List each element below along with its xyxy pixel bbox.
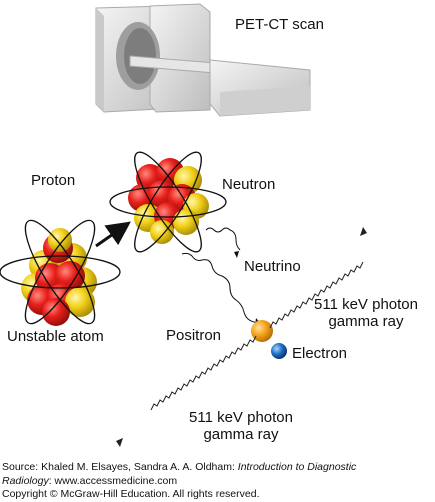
neutron-label: Neutron bbox=[222, 176, 276, 193]
photon-top-line1: 511 keV photon bbox=[314, 296, 418, 313]
source-line-1: Source: Khaled M. Elsayes, Sandra A. A. … bbox=[2, 461, 433, 475]
unstable-atom-orbits bbox=[0, 219, 121, 325]
source-prefix: Source: Khaled M. Elsayes, Sandra A. A. … bbox=[2, 461, 238, 473]
decaying-atom-nucleus bbox=[128, 158, 209, 244]
source-url: : www.accessmedicine.com bbox=[48, 474, 178, 487]
decay-arrow bbox=[95, 221, 131, 248]
neutrino-path bbox=[205, 227, 241, 251]
unstable-atom bbox=[0, 219, 121, 326]
gamma-down-arrowhead bbox=[116, 438, 123, 447]
decaying-atom-orbits bbox=[109, 151, 227, 253]
positron-path bbox=[181, 252, 267, 331]
photon-bottom-line1: 511 keV photon bbox=[189, 409, 293, 426]
pet-ct-scanner-illustration bbox=[95, 3, 311, 117]
source-line-2: Radiology: www.accessmedicine.com bbox=[2, 475, 433, 489]
gamma-ray-down-left bbox=[150, 335, 257, 411]
electron-label: Electron bbox=[292, 345, 348, 362]
photon-bottom-line2: gamma ray bbox=[203, 426, 279, 443]
book-title-part1: Introduction to Diagnostic bbox=[237, 461, 357, 473]
electron-particle bbox=[271, 343, 287, 359]
photon-top-label: 511 keV photon gamma ray bbox=[314, 296, 418, 330]
photon-top-line2: gamma ray bbox=[328, 313, 404, 330]
positron-particle bbox=[251, 320, 273, 342]
copyright-line: Copyright © McGraw-Hill Education. All r… bbox=[2, 488, 260, 500]
decaying-atom bbox=[109, 151, 227, 253]
unstable-atom-label: Unstable atom bbox=[7, 328, 104, 345]
gamma-ray-up-right bbox=[269, 261, 364, 329]
gamma-up-arrowhead bbox=[360, 227, 367, 236]
pet-ct-scan-label: PET-CT scan bbox=[235, 16, 324, 33]
source-citation: Source: Khaled M. Elsayes, Sandra A. A. … bbox=[2, 461, 433, 502]
photon-bottom-label: 511 keV photon gamma ray bbox=[189, 409, 293, 443]
neutrino-arrowhead bbox=[234, 251, 239, 258]
positron-label: Positron bbox=[166, 327, 222, 344]
proton-label: Proton bbox=[31, 172, 76, 189]
neutrino-label: Neutrino bbox=[244, 258, 301, 275]
book-title-part2: Radiology bbox=[2, 474, 49, 487]
